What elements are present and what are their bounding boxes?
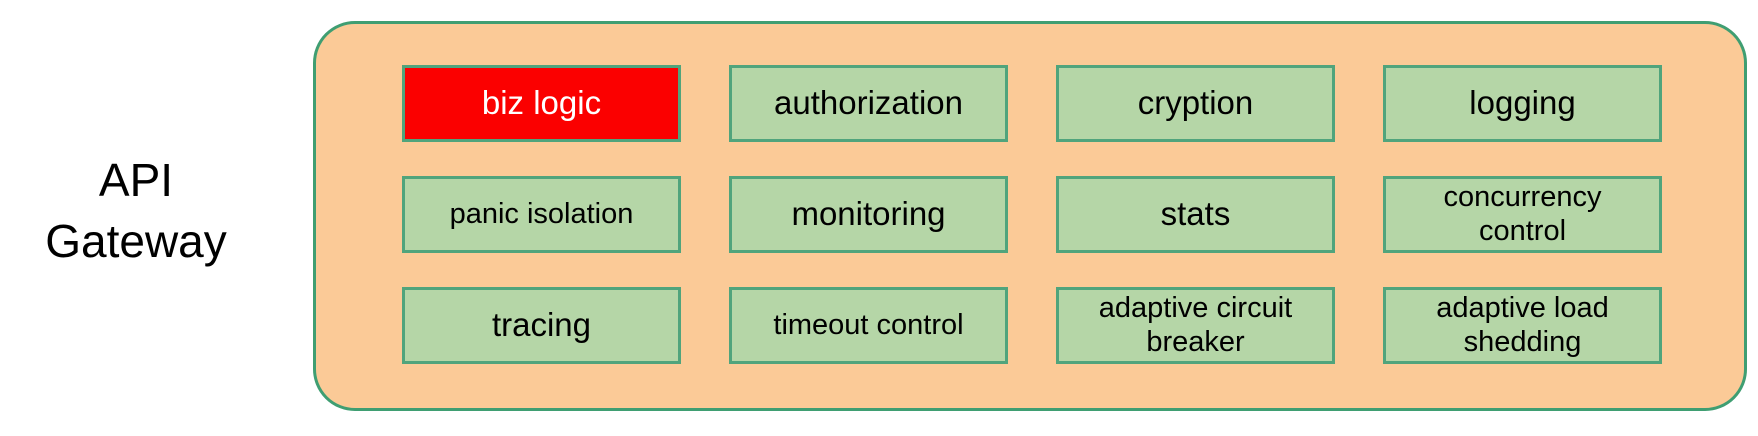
module-box[interactable]: logging (1383, 65, 1662, 142)
module-box[interactable]: stats (1056, 176, 1335, 253)
module-box[interactable]: authorization (729, 65, 1008, 142)
module-box[interactable]: biz logic (402, 65, 681, 142)
module-grid: biz logic authorization cryption logging pan… (402, 65, 1662, 365)
module-box[interactable]: tracing (402, 287, 681, 364)
module-box[interactable]: cryption (1056, 65, 1335, 142)
module-box[interactable]: panic isolation (402, 176, 681, 253)
module-box[interactable]: adaptive load shedding (1383, 287, 1662, 364)
module-box[interactable]: timeout control (729, 287, 1008, 364)
module-box[interactable]: monitoring (729, 176, 1008, 253)
module-box[interactable]: concurrency control (1383, 176, 1662, 253)
module-box[interactable]: adaptive circuit breaker (1056, 287, 1335, 364)
gateway-label: API Gateway (45, 154, 227, 267)
